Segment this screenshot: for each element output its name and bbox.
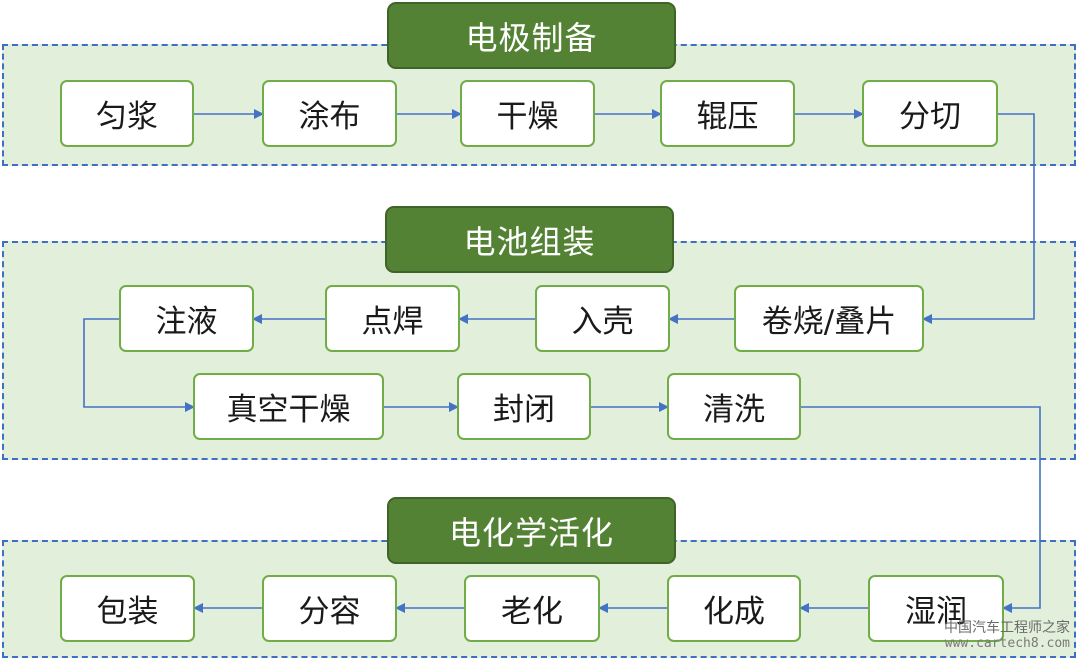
step-cleaning: 清洗 bbox=[667, 373, 801, 440]
watermark: 中国汽车工程师之家 www.cartech8.com bbox=[944, 620, 1070, 652]
header-electrode-prep: 电极制备 bbox=[387, 2, 676, 69]
step-drying: 干燥 bbox=[460, 80, 595, 147]
step-slitting: 分切 bbox=[862, 80, 998, 147]
watermark-url: www.cartech8.com bbox=[944, 636, 1070, 651]
header-electrochemical-activation: 电化学活化 bbox=[387, 497, 676, 564]
step-formation: 化成 bbox=[667, 575, 801, 642]
header-battery-assembly: 电池组装 bbox=[385, 206, 674, 273]
step-rolling: 辊压 bbox=[660, 80, 795, 147]
step-packaging: 包装 bbox=[60, 575, 195, 642]
step-slurry: 匀浆 bbox=[60, 80, 194, 147]
step-welding: 点焊 bbox=[325, 285, 460, 352]
step-wetting: 湿润 bbox=[868, 575, 1004, 642]
arrow-cleaning-to-wetting bbox=[801, 406, 1041, 613]
arrow-injection-to-vacuum bbox=[83, 318, 195, 412]
arrow-slitting-to-winding bbox=[922, 113, 1035, 324]
step-aging: 老化 bbox=[464, 575, 600, 642]
step-coating: 涂布 bbox=[262, 80, 397, 147]
step-sealing: 封闭 bbox=[457, 373, 591, 440]
step-vacuum-drying: 真空干燥 bbox=[193, 373, 384, 440]
watermark-text: 中国汽车工程师之家 bbox=[944, 620, 1070, 636]
step-injection: 注液 bbox=[119, 285, 254, 352]
step-winding-stacking: 卷烧/叠片 bbox=[734, 285, 924, 352]
step-grading: 分容 bbox=[262, 575, 397, 642]
step-casing: 入壳 bbox=[535, 285, 670, 352]
